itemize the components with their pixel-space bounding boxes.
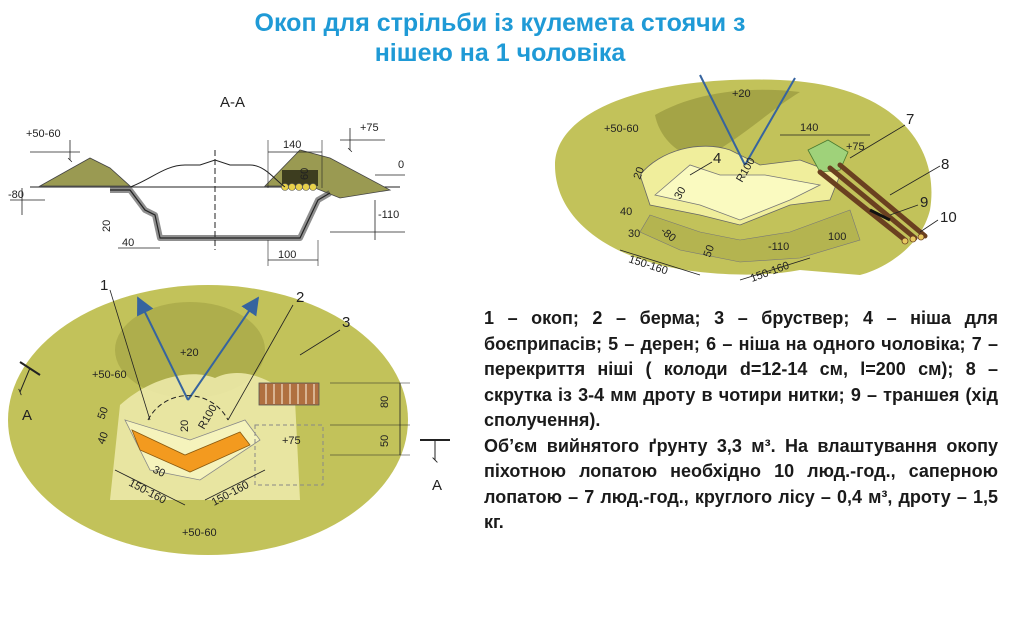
dim-140: 140 <box>283 139 301 151</box>
plan-dim-30: 30 <box>151 464 167 480</box>
cross-section: А-А +50-60 +75 140 60 <box>8 94 405 266</box>
plan-dim-75: +75 <box>282 435 301 447</box>
dim-left-level: +50-60 <box>26 128 61 140</box>
plan-number-1: 1 <box>100 277 108 294</box>
left-parapet <box>38 157 132 187</box>
view3d-dim-top: +20 <box>732 88 751 100</box>
view3d-number-10: 10 <box>940 209 957 226</box>
view3d-number-7: 7 <box>906 111 914 128</box>
dim-right-level: +75 <box>360 122 379 134</box>
legend-summary: Об’єм вийнятого ґрунту 3,3 м³. На влашту… <box>484 435 998 533</box>
plan-number-2: 2 <box>296 289 304 306</box>
view3d-dim-30: 30 <box>672 185 689 202</box>
view3d-dim-75: +75 <box>846 141 865 153</box>
legend-text: 1 – окоп; 2 – берма; 3 – бруствер; 4 – н… <box>484 306 998 536</box>
view3d-dim-20: 20 <box>632 165 647 181</box>
dim-minus-80: -80 <box>8 189 24 201</box>
view3d-dim-left-level: +50-60 <box>604 123 639 135</box>
trench-profile <box>110 189 331 239</box>
title-line-2: нішею на 1 чоловіка <box>374 39 626 67</box>
perspective-view: +20 +50-60 140 +75 R100 20 30 40 30 -80 … <box>555 74 957 285</box>
dim-minus-110: -110 <box>378 209 399 221</box>
plan-dim-bottom-level: +50-60 <box>182 527 217 539</box>
view3d-number-9: 9 <box>920 194 928 211</box>
dim-20: 20 <box>101 220 113 232</box>
plan-dim-50h: 50 <box>379 435 391 447</box>
plan-view: 1 2 3 +20 +50-60 +50-60 R100 20 50 40 30… <box>8 277 450 555</box>
sector-arrow-right <box>187 296 260 401</box>
plan-dim-top: +20 <box>180 347 199 359</box>
plan-niche-outline <box>254 424 324 486</box>
view3d-front-mound <box>655 89 800 160</box>
title-line-1: Окоп для стрільби із кулемета стоячи з <box>254 9 746 37</box>
view3d-trench <box>654 164 822 221</box>
plan-cut-left: А <box>22 407 32 424</box>
view3d-number-8: 8 <box>941 156 949 173</box>
plan-trench <box>131 429 251 473</box>
view3d-logs <box>817 162 928 243</box>
view3d-dim-100: 100 <box>828 231 846 243</box>
surface-curve <box>129 159 286 188</box>
view3d-dim-50: 50 <box>702 243 717 259</box>
plan-berm-inner <box>124 419 261 481</box>
plan-dim-left-level: +50-60 <box>92 369 127 381</box>
view3d-number-4: 4 <box>713 150 721 167</box>
view3d-dim-140: 140 <box>800 122 818 134</box>
view3d-dim-110: -110 <box>768 241 789 253</box>
sector-arrow-left <box>137 296 189 401</box>
log-row <box>281 183 317 191</box>
plan-niche-cover <box>258 382 320 406</box>
dim-zero: 0 <box>398 159 404 171</box>
plan-number-3: 3 <box>342 314 350 331</box>
trench-wall-hatch <box>110 187 332 241</box>
section-title: А-А <box>220 94 245 111</box>
dim-40: 40 <box>122 237 134 249</box>
plan-dim-40: 40 <box>96 430 111 446</box>
view3d-arrow-left <box>699 74 746 166</box>
plan-cut-right: А <box>432 477 442 494</box>
page-title: Окоп для стрільби із кулемета стоячи з н… <box>180 8 820 68</box>
plan-dim-20: 20 <box>179 420 191 432</box>
plan-dim-50: 50 <box>96 405 111 421</box>
sod-strip <box>282 170 318 186</box>
view3d-dim-40: 40 <box>620 206 632 218</box>
view3d-lower-wall <box>639 209 861 263</box>
view3d-dim-30b: 30 <box>628 228 640 240</box>
plan-dim-80: 80 <box>379 396 391 408</box>
dim-60: 60 <box>299 168 311 180</box>
dim-100: 100 <box>278 249 296 261</box>
view3d-arrow-right <box>744 77 796 166</box>
legend-items: 1 – окоп; 2 – берма; 3 – бруствер; 4 – н… <box>484 308 998 430</box>
